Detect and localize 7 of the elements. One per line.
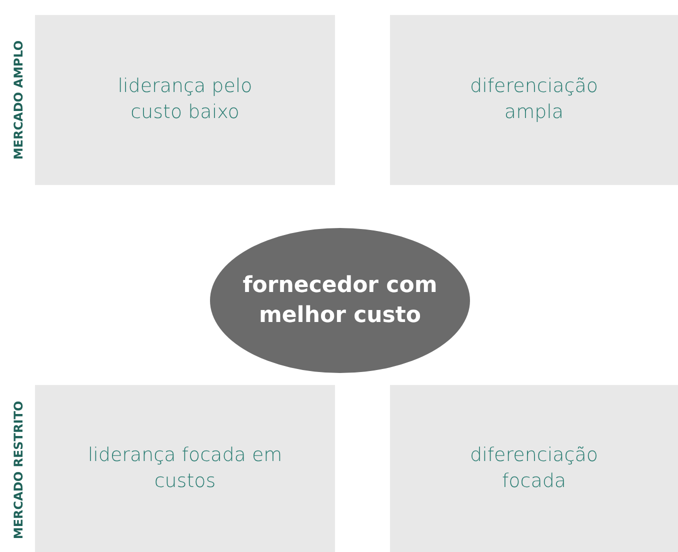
- quadrant-label: diferenciação focada: [469, 442, 599, 494]
- quadrant-label: liderança pelo custo baixo: [116, 74, 254, 125]
- axis-label: MERCADO AMPLO: [10, 39, 26, 162]
- quadrant-label: liderança focada em custos: [86, 442, 284, 494]
- quadrant-label: diferenciação ampla: [469, 74, 599, 125]
- axis-label: MERCADO RESTRITO: [10, 400, 26, 542]
- quadrant-label: fornecedor com melhor custo: [242, 272, 438, 330]
